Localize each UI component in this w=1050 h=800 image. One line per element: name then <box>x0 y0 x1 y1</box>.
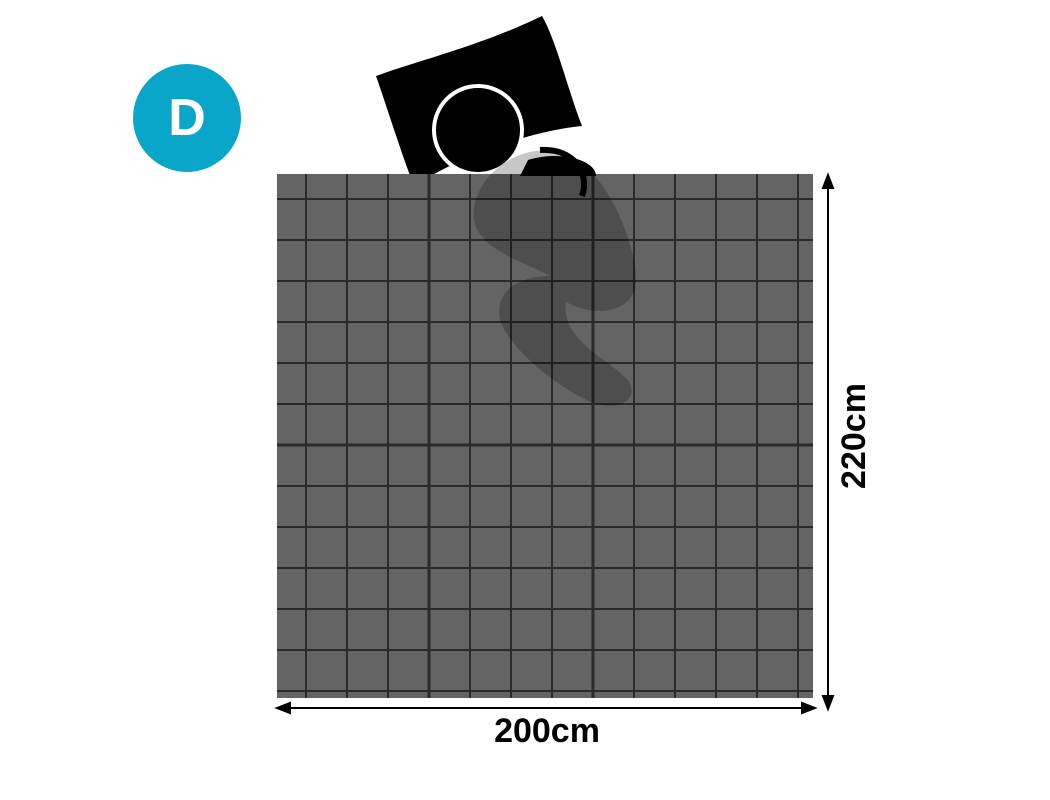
variant-badge: D <box>133 64 241 172</box>
height-label: 220cm <box>835 383 873 489</box>
variant-letter: D <box>168 89 206 147</box>
width-dimension-arrow <box>274 701 818 715</box>
blanket <box>277 174 813 698</box>
sleeper-body-icon <box>473 150 636 406</box>
height-dimension-arrow <box>821 172 835 712</box>
blanket-grid <box>277 174 813 698</box>
sleeper-shoulder-icon <box>520 155 596 176</box>
width-label: 200cm <box>494 712 600 750</box>
